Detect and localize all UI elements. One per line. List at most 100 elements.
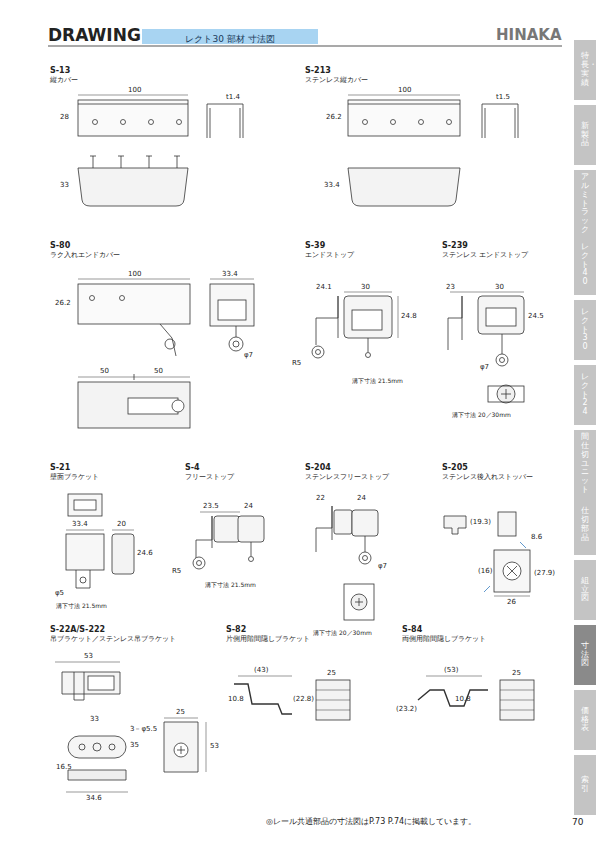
dimension-label: (19.3) [470, 519, 491, 527]
dimension-label: 8.6 [531, 534, 542, 542]
dimension-label: 33.4 [72, 521, 88, 529]
side-tab: レクト40 [574, 235, 596, 295]
tab-text: 索引 [581, 776, 589, 794]
dimension-label: (16) [478, 568, 492, 576]
dimension-label: 24 [357, 495, 366, 503]
dimension-label: (53) [444, 667, 458, 675]
page-title: DRAWING [48, 26, 141, 45]
dimension-label: φ7 [378, 563, 387, 571]
tab-text: 新製品 [581, 122, 589, 148]
dimension-label: S-204 [305, 464, 331, 473]
dimension-label: φ5 [55, 590, 64, 598]
dimension-label: 16.5 [56, 764, 72, 772]
dimension-label: ◎レール共通部品の寸法図はP.73 P.74に掲載しています。 [266, 818, 476, 827]
dimension-label: 53 [210, 743, 219, 751]
dimension-label: 26 [507, 599, 516, 607]
dimension-label: 溝下寸法 21.5mm [56, 603, 107, 610]
dimension-label: S-205 [442, 464, 468, 473]
side-tab: 組立図 [574, 560, 596, 620]
tab-text: 特長・実績 [581, 52, 589, 87]
side-tab: 索引 [574, 755, 596, 815]
dimension-label: 25 [512, 670, 521, 678]
dimension-label: (27.9) [534, 570, 555, 578]
dimension-label: ステンレス エンドストップ [442, 252, 528, 260]
dimension-label: S-84 [402, 626, 422, 635]
dimension-label: 吊ブラケット／ステンレス吊ブラケット [50, 636, 176, 644]
tab-text: アルミトラック [581, 173, 589, 235]
dimension-label: 30 [495, 284, 504, 292]
dimension-label: ステンレスフリーストップ [305, 474, 389, 482]
dimension-label: S-13 [50, 67, 70, 76]
dimension-label: 100 [398, 87, 411, 95]
dimension-label: S-4 [185, 464, 200, 473]
dimension-label: S-80 [50, 242, 70, 251]
dimension-label: 28 [60, 114, 69, 122]
dimension-label: 53 [84, 653, 93, 661]
dimension-label: 3－φ5.5 [130, 726, 157, 734]
side-tab: 仕切部品 [574, 495, 596, 555]
dimension-label: 26.2 [55, 300, 71, 308]
dimension-label: ラク入れエンドカバー [50, 252, 120, 260]
dimension-label: 33.4 [222, 271, 238, 279]
dimension-label: ステンレス後入れストッパー [442, 474, 533, 482]
side-tab: レクト24 [574, 365, 596, 425]
brand-name: HINAKA [496, 27, 562, 44]
dimension-label: 溝下寸法 21.5mm [352, 378, 403, 385]
side-tab: 特長・実績 [574, 40, 596, 100]
side-tab: アルミトラック [574, 170, 596, 238]
dimension-label: 35 [130, 742, 139, 750]
dimension-label: S-82 [226, 626, 246, 635]
dimension-label: 25 [176, 709, 185, 717]
dimension-label: 溝下寸法 20／30mm [313, 630, 372, 637]
dimension-label: 10.8 [228, 696, 244, 704]
tab-text: 間仕切ユニット [581, 433, 589, 495]
dimension-label: R5 [172, 568, 181, 576]
tab-text: レクト24 [581, 373, 589, 417]
dimension-label: ステンレス縦カバー [305, 77, 368, 85]
dimension-label: S-21 [50, 464, 70, 473]
dimension-label: 25 [327, 670, 336, 678]
dimension-label: φ7 [244, 352, 253, 360]
tab-text: 寸法図 [581, 642, 589, 668]
dimension-label: S-213 [305, 67, 331, 76]
dimension-label: t1.4 [226, 94, 240, 102]
dimension-label: 24.6 [137, 550, 153, 558]
dimension-label: R5 [292, 360, 301, 368]
header-text: レクト30 部材 寸法図 [185, 34, 274, 44]
dimension-label: 100 [128, 87, 141, 95]
side-tab: 新製品 [574, 105, 596, 165]
dimension-label: 33 [90, 716, 99, 724]
dimension-label: S-39 [305, 242, 325, 251]
dimension-label: (23.2) [396, 706, 417, 714]
dimension-label: 30 [361, 284, 370, 292]
dimension-label: 溝下寸法 20／30mm [452, 412, 511, 419]
side-tab: 間仕切ユニット [574, 430, 596, 498]
dimension-label: S-22A/S-222 [50, 626, 105, 635]
side-tab: 価格表 [574, 690, 596, 750]
dimension-label: 50 [154, 368, 163, 376]
dimension-label: 23.5 [203, 503, 219, 511]
dimension-label: φ7 [480, 364, 489, 372]
dimension-label: 70 [572, 818, 583, 828]
dimension-label: 24.5 [528, 313, 544, 321]
dimension-label: 20 [117, 521, 126, 529]
dimension-label: フリーストップ [185, 474, 234, 482]
dimension-label: 溝下寸法 21.5mm [205, 582, 256, 589]
tab-text: 価格表 [581, 707, 589, 733]
dimension-label: 10.8 [455, 696, 471, 704]
dimension-label: 片側用階間隠しブラケット [226, 636, 310, 644]
tab-text: 仕切部品 [581, 507, 589, 542]
dimension-label: 縦カバー [50, 77, 78, 85]
dimension-label: 50 [100, 368, 109, 376]
dimension-label: 24 [244, 503, 253, 511]
dimension-label: 22 [316, 495, 325, 503]
dimension-label: 26.2 [326, 114, 342, 122]
dimension-label: 100 [128, 271, 141, 279]
dimension-label: 壁面ブラケット [50, 474, 99, 482]
dimension-label: 33.4 [324, 182, 340, 190]
tab-text: 組立図 [581, 577, 589, 603]
dimension-label: 24.8 [401, 313, 417, 321]
dimension-label: (22.8) [293, 696, 314, 704]
side-tab: 寸法図 [574, 625, 596, 685]
